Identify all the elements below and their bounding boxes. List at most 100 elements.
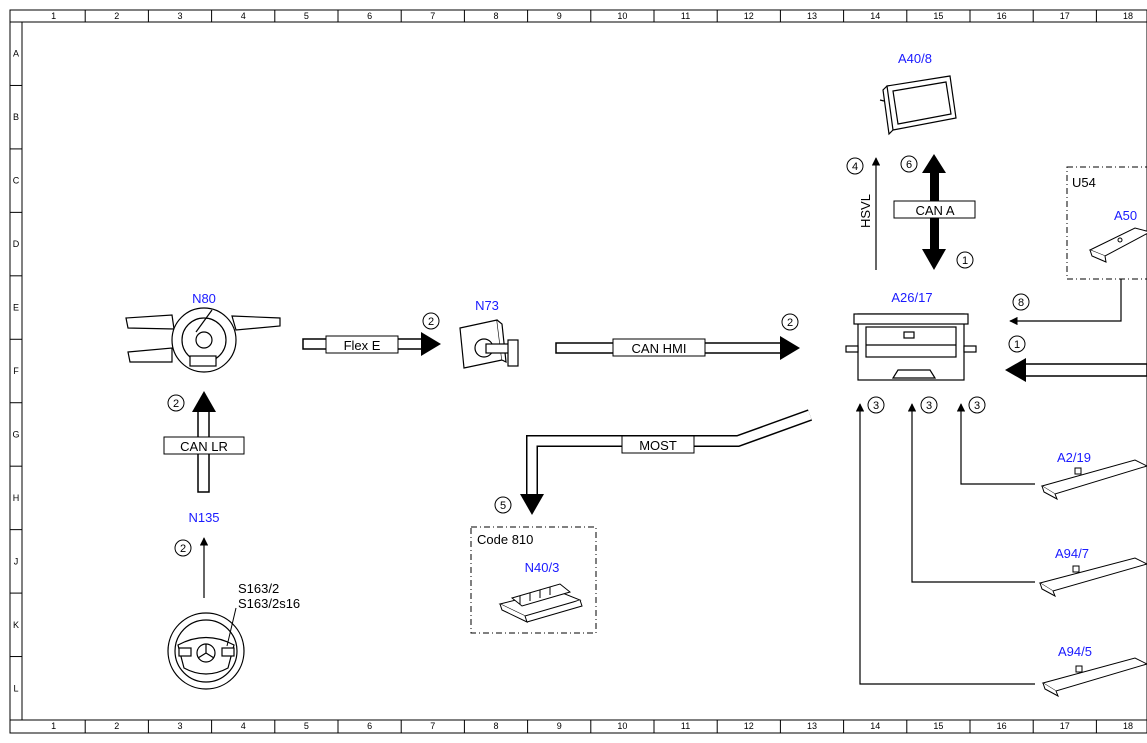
- label-u54: U54: [1072, 175, 1096, 190]
- row-label: G: [12, 429, 19, 439]
- display-a40-8-icon: [879, 75, 957, 136]
- column-label: 7: [430, 721, 435, 731]
- column-label: 1: [51, 11, 56, 21]
- amplifier-n40-3-icon: [498, 583, 583, 623]
- group-u54: [1066, 166, 1147, 280]
- marker-2-n73-text: 2: [428, 316, 434, 328]
- label-s163-2s16: S163/2s16: [238, 596, 300, 611]
- column-label: 5: [304, 721, 309, 731]
- column-label: 6: [367, 721, 372, 731]
- group-code-810: [470, 526, 597, 634]
- marker-6-text: 6: [906, 159, 912, 171]
- row-label: B: [13, 112, 19, 122]
- column-label: 9: [557, 11, 562, 21]
- column-label: 5: [304, 11, 309, 21]
- label-a40-8: A40/8: [898, 51, 932, 66]
- marker-5-text: 5: [500, 500, 506, 512]
- column-label: 12: [744, 11, 754, 21]
- marker-2-n73: [422, 312, 440, 330]
- column-label: 11: [681, 11, 690, 21]
- column-label: 2: [114, 11, 119, 21]
- label-can-a: CAN A: [915, 203, 954, 218]
- label-a26-17: A26/17: [891, 290, 932, 305]
- column-label: 10: [617, 721, 627, 731]
- module-a94-5-icon: [1041, 657, 1147, 698]
- row-label: H: [13, 493, 20, 503]
- row-label: J: [14, 556, 19, 566]
- column-label: 16: [997, 11, 1007, 21]
- marker-8-text: 8: [1018, 297, 1024, 309]
- column-label: 17: [1060, 11, 1070, 21]
- label-n73: N73: [475, 298, 499, 313]
- label-can-hmi: CAN HMI: [632, 341, 687, 356]
- arrow-a50-to-a26: [1009, 279, 1122, 326]
- label-n40-3: N40/3: [525, 560, 560, 575]
- row-label: E: [13, 303, 19, 313]
- arrow-a94-5: [855, 403, 1035, 685]
- most-box: [621, 435, 695, 454]
- column-label: 6: [367, 11, 372, 21]
- row-ruler-left: A B C D E F G H J K L: [10, 49, 22, 693]
- module-a2-19-icon: [1040, 459, 1147, 501]
- marker-4-text: 4: [852, 161, 858, 173]
- marker-2-n135: [174, 539, 192, 557]
- column-label: 1: [51, 721, 56, 731]
- column-label: 2: [114, 721, 119, 731]
- label-can-lr: CAN LR: [180, 439, 228, 454]
- label-hsvl: HSVL: [858, 194, 873, 228]
- most-bus-arrow: [520, 409, 813, 515]
- marker-8: [1012, 293, 1030, 311]
- marker-3-c: [968, 396, 986, 414]
- label-most: MOST: [639, 438, 677, 453]
- head-unit-a26-17-icon: [845, 313, 977, 381]
- column-label: 4: [241, 11, 246, 21]
- column-label: 11: [681, 721, 690, 731]
- row-label: K: [13, 620, 19, 630]
- column-label: 15: [933, 721, 943, 731]
- row-label: C: [13, 176, 20, 186]
- arrow-a94-7: [907, 403, 1035, 583]
- can-a-box: [893, 200, 976, 219]
- row-label: L: [13, 683, 18, 693]
- marker-3-a: [867, 396, 885, 414]
- column-label: 13: [807, 721, 817, 731]
- column-label: 12: [744, 721, 754, 731]
- column-label: 9: [557, 721, 562, 731]
- column-label: 14: [870, 721, 880, 731]
- flex-e-box: [325, 335, 399, 354]
- marker-1-top: [956, 251, 974, 269]
- marker-1-mid: [1008, 335, 1026, 353]
- column-label: 8: [493, 721, 498, 731]
- column-label: 3: [177, 721, 182, 731]
- module-a94-7-icon: [1038, 557, 1147, 598]
- marker-2-n80-text: 2: [173, 398, 179, 410]
- label-a94-7: A94/7: [1055, 546, 1089, 561]
- marker-3-a-text: 3: [873, 400, 879, 412]
- column-label: 10: [617, 11, 627, 21]
- row-label: D: [13, 239, 20, 249]
- column-label: 3: [177, 11, 182, 21]
- marker-2-n135-text: 2: [180, 543, 186, 555]
- can-lr-box: [163, 436, 245, 455]
- steering-column-module-n80-icon: [125, 307, 281, 373]
- column-label: 8: [493, 11, 498, 21]
- marker-4: [846, 157, 864, 175]
- marker-6: [900, 155, 918, 173]
- row-label: A: [13, 49, 19, 59]
- label-n135: N135: [188, 510, 219, 525]
- row-label: F: [13, 366, 19, 376]
- marker-1-mid-text: 1: [1014, 339, 1020, 351]
- can-hmi-box: [612, 338, 706, 357]
- diagram-frame: [9, 9, 1147, 734]
- marker-1-top-text: 1: [962, 255, 968, 267]
- label-flex-e: Flex E: [344, 338, 381, 353]
- column-label: 17: [1060, 721, 1070, 731]
- label-s163-2: S163/2: [238, 581, 279, 596]
- label-a50: A50: [1114, 208, 1137, 223]
- column-label: 16: [997, 721, 1007, 731]
- thick-arrow-into-a26: [1005, 358, 1147, 382]
- column-label: 4: [241, 721, 246, 731]
